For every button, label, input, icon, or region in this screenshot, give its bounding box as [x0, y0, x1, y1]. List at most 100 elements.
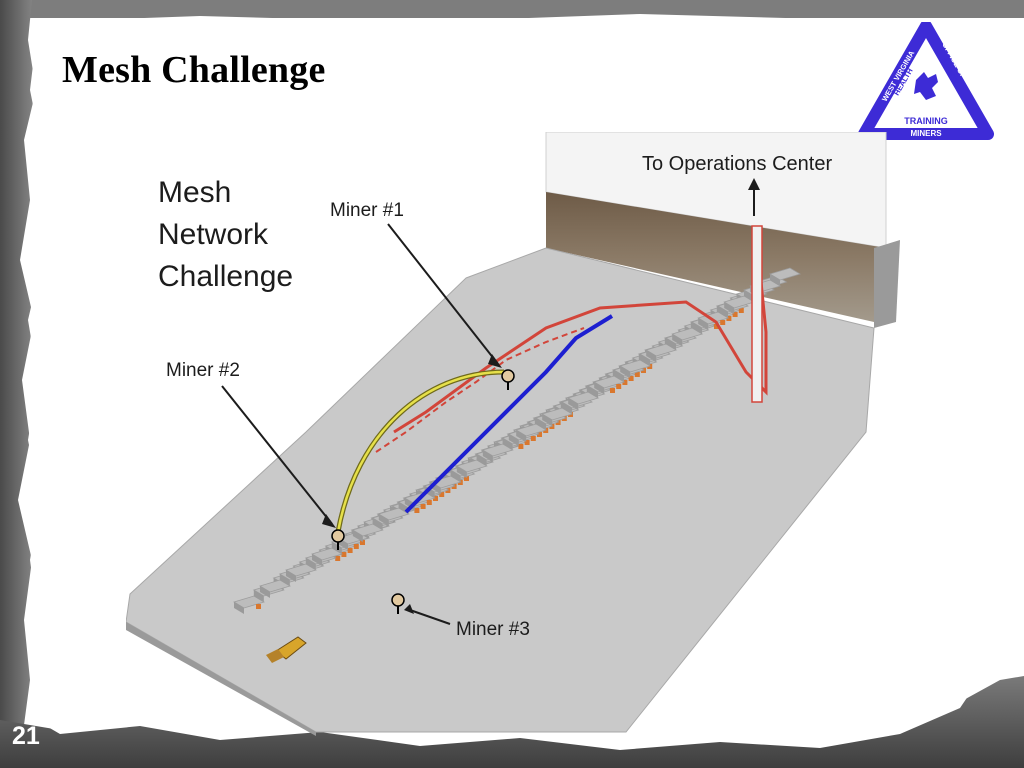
pillar — [593, 375, 626, 389]
pillar-side — [279, 574, 290, 586]
mesh-node — [439, 492, 445, 497]
pillar — [567, 391, 600, 405]
mining-machine-icon — [266, 636, 307, 663]
pillar-side — [378, 514, 389, 526]
miner-3-label: Miner #3 — [456, 619, 530, 640]
pillar-side — [588, 386, 598, 398]
mesh-node — [335, 556, 341, 561]
pillar-side — [542, 414, 553, 426]
pillar-side — [253, 590, 264, 602]
mesh-node — [616, 384, 622, 389]
pillar-side — [312, 554, 322, 566]
mesh-network-diagram: Mesh Network Challenge To Operations Cen… — [126, 132, 900, 736]
mesh-node — [530, 436, 536, 441]
pillar-side — [286, 570, 296, 582]
pillar — [671, 327, 704, 341]
mesh-node — [628, 376, 634, 381]
operations-shaft-body — [751, 225, 763, 403]
diagram-heading-line-1: Mesh — [158, 176, 231, 209]
mesh-node — [353, 544, 359, 549]
pillar-side — [372, 518, 383, 530]
mesh-node — [720, 320, 726, 325]
miner-1-pointer-head — [488, 354, 502, 368]
pillar-side — [666, 338, 676, 350]
diagram-heading-line-2: Network — [158, 218, 269, 251]
pillar-side — [718, 306, 728, 318]
mesh-node — [256, 604, 261, 609]
pillar-side — [724, 302, 735, 314]
mesh-node — [714, 324, 719, 329]
pillar-side — [620, 366, 631, 378]
pillar-side — [234, 602, 244, 614]
pillar-side — [594, 382, 605, 394]
mesh-line-blue — [404, 314, 614, 514]
pillar — [259, 579, 291, 593]
miner-2-icon — [331, 529, 345, 550]
pillar-side — [456, 466, 467, 478]
miner-1-icon — [501, 369, 515, 390]
wv-health-logo: WEST VIRGINIA HEALTH OFFICE OF SAFETY TR… — [858, 22, 994, 140]
mesh-node — [414, 508, 420, 513]
operations-arrow-head — [748, 178, 760, 190]
pillar — [515, 423, 548, 437]
pillar-side — [770, 274, 780, 286]
diagram-heading-line-3: Challenge — [158, 260, 293, 293]
wireless-link-glow — [336, 370, 505, 533]
mesh-node — [726, 316, 732, 321]
logo-text-bottom-2: MINERS — [910, 129, 942, 138]
pillar-side — [352, 530, 363, 542]
mesh-lines — [375, 225, 768, 514]
mesh-node — [738, 308, 744, 313]
rock-strata-end — [874, 240, 900, 328]
pillar — [541, 407, 574, 421]
floor-edge — [126, 622, 316, 736]
mesh-node — [426, 500, 432, 505]
pillar — [311, 547, 343, 561]
mesh-node — [524, 440, 530, 445]
pillar — [645, 343, 678, 357]
pillar-side — [508, 434, 519, 446]
miner-3-icon — [391, 593, 405, 614]
mesh-node — [732, 312, 738, 317]
miner-2-pointer-head — [322, 514, 336, 528]
pillar-side — [562, 402, 572, 414]
pillar — [233, 595, 265, 609]
pillar-side — [536, 418, 546, 430]
pillar-grid — [233, 267, 801, 614]
pillar — [769, 267, 801, 281]
mesh-node — [518, 444, 524, 449]
rock-strata — [546, 192, 886, 322]
pillar-side — [646, 350, 657, 362]
slide-title: Mesh Challenge — [62, 49, 326, 91]
pillar-side — [331, 542, 342, 554]
miner-1-label: Miner #1 — [330, 200, 404, 221]
operations-center-label: To Operations Center — [642, 153, 832, 175]
pillar-side — [516, 430, 527, 442]
pillar-side — [568, 398, 579, 410]
mine-floor — [126, 247, 875, 733]
mesh-node — [341, 552, 347, 557]
miner-3-pointer — [409, 609, 451, 625]
miner-1-pointer — [387, 223, 499, 365]
pillar-side — [640, 354, 650, 366]
pillar — [351, 523, 384, 537]
mesh-node — [634, 372, 640, 377]
pillar-side — [614, 370, 624, 382]
miner-3-pointer-head — [404, 604, 414, 614]
logo-text-bottom-1: TRAINING — [904, 116, 948, 126]
pillar-side — [450, 470, 461, 482]
pillar-side — [502, 438, 513, 450]
pillar — [377, 507, 410, 521]
pillar-side — [692, 322, 702, 334]
pillar-side — [305, 558, 316, 570]
pillar-side — [482, 450, 493, 462]
mesh-node — [610, 388, 615, 393]
mesh-node — [360, 540, 365, 545]
miner-2-pointer — [221, 385, 333, 525]
wv-state-icon — [914, 72, 938, 100]
page-number: 21 — [12, 722, 40, 750]
mesh-node — [464, 476, 469, 481]
mesh-line-red-2 — [375, 327, 585, 453]
pillar-side — [672, 334, 683, 346]
pillar-side — [476, 454, 487, 466]
